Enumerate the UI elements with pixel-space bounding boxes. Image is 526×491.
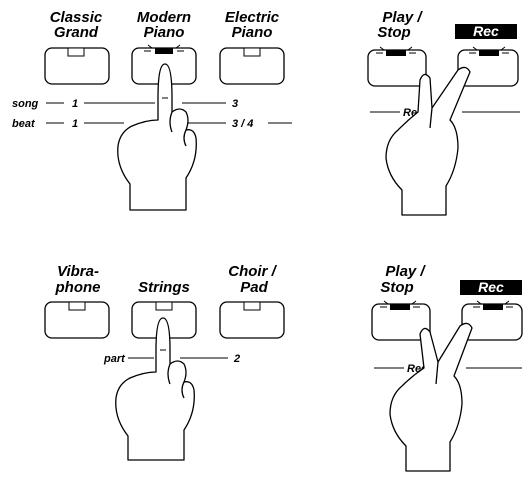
strings-label: Strings [138,279,190,296]
rec-label: Rec [473,23,499,39]
beat-value-1: 1 [72,118,78,130]
electric-piano-button[interactable] [219,47,285,85]
electric-piano-label-1: Electric [225,9,280,26]
indicator-light-icon [155,48,173,54]
play-stop-label-2: Stop [377,24,410,41]
indicator-light-icon [483,304,503,310]
indicator-light-icon [479,50,499,56]
indicator-light-icon [390,304,410,310]
play-stop-label-1: Play / [385,263,426,280]
rec-label: Rec [478,279,504,295]
light-rays-icon [144,44,184,52]
rec-button[interactable] [461,300,523,341]
song-value-1: 1 [72,98,78,110]
two-finger-hand-icon [385,66,471,216]
beat-value-3: 3 / 4 [232,118,253,130]
song-value-2: 3 [232,98,238,110]
choir-pad-label-1: Choir / [228,263,277,280]
classic-grand-label-2: Grand [54,24,99,41]
panel-bottom-right: Play / Stop Rec Recorder [371,263,523,472]
electric-piano-label-2: Piano [232,24,273,41]
play-stop-label-2: Stop [380,279,413,296]
choir-pad-button[interactable] [219,301,285,339]
rec-label-box [455,24,517,39]
play-stop-label-1: Play / [382,9,423,26]
vibraphone-label-1: Vibra- [57,263,99,280]
indicator-light-icon [386,50,406,56]
modern-piano-label-2: Piano [144,24,185,41]
part-value-1: 2 [233,353,240,365]
vibraphone-label-2: phone [55,279,101,296]
two-finger-hand-icon [389,322,473,472]
pointing-hand-icon [117,63,197,211]
choir-pad-label-2: Pad [240,279,268,296]
part-row-label: part [103,353,126,365]
rec-label-box [460,280,522,295]
classic-grand-label-1: Classic [50,9,103,26]
beat-row-label: beat [12,118,36,130]
play-stop-button[interactable] [371,300,431,341]
panel-top-left: Classic Grand Modern Piano Electric Pian… [12,9,292,211]
play-stop-button[interactable] [367,46,427,87]
rec-button[interactable] [457,46,519,87]
modern-piano-label-1: Modern [137,9,191,26]
pointing-hand-icon [115,317,195,461]
panel-top-right: Play / Stop Rec Recorder [367,9,520,216]
vibraphone-button[interactable] [44,301,110,339]
classic-grand-button[interactable] [44,47,110,85]
song-row-label: song [12,98,39,110]
panel-bottom-left: Vibra- phone Strings Choir / Pad part 2 [44,263,285,461]
